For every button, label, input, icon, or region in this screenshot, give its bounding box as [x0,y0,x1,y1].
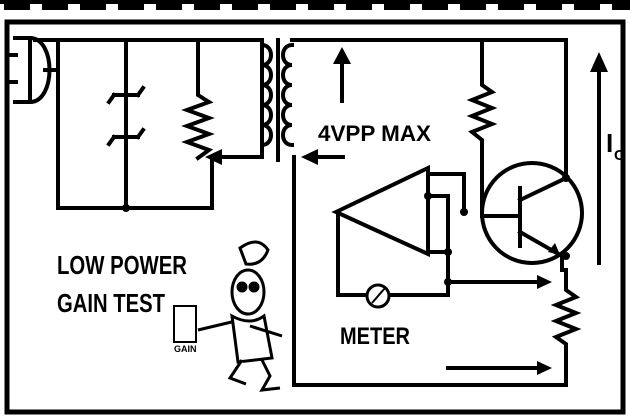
voltage-label: 4VPP MAX [318,121,431,146]
top-dash [574,4,600,10]
node-dot [444,278,452,286]
node-dot [562,174,570,182]
node-dot [562,252,570,260]
pot-right-arrow-bottom [537,361,552,375]
top-dash [460,4,486,10]
meter-icon [365,283,391,309]
gain-control-box [173,305,241,343]
base-arrow-head [548,243,560,255]
left-bottom-wire [56,156,214,210]
left-pot-wiper-wire [216,38,264,159]
transformer-primary-coil [259,42,273,148]
plug-to-bus-wire [43,38,60,210]
transistor-collector [517,175,569,203]
top-dash [308,4,334,10]
transformer-secondary-coil [281,42,295,148]
current-arrow-head [590,52,608,72]
top-dash [346,4,372,10]
current-subscript: C [614,147,625,164]
voltage-arrow-head [333,47,351,64]
pot-right-arrow-top [537,275,552,289]
right-bottom-wire [292,155,568,387]
amp-output-wire-top [426,172,466,214]
top-dash [156,4,182,10]
zener-diode-bottom [106,127,146,147]
zener-diode-top [106,85,146,105]
top-dash [118,4,144,10]
gain-label: GAIN [174,344,197,354]
node-dot [424,192,432,200]
left-potentiometer [181,38,215,161]
node-dot [444,248,452,256]
emitter-potentiometer [550,268,582,354]
cartoon-engineer-character [227,240,283,392]
amplifier-triangle [331,164,430,258]
current-label: I [606,128,613,158]
meter-label: METER [340,323,410,350]
pot-wiper-arrow [205,149,222,165]
plug-prongs [8,53,18,84]
top-dash [270,4,296,10]
amp-output-wire-mid [336,194,450,297]
top-dash [232,4,258,10]
top-dash [42,4,68,10]
diagram-frame [4,19,626,415]
title-line-2: GAIN TEST [57,288,165,318]
top-dash [536,4,562,10]
collector-resistor [466,38,498,162]
top-dash [4,4,30,10]
input-arrow-head [301,149,318,165]
top-dash [194,4,220,10]
top-dashed-strip [0,0,630,10]
node-dot [122,204,130,212]
top-dash [612,4,630,10]
title-line-1: LOW POWER [57,250,187,280]
right-top-wire [290,38,568,180]
node-dot [460,208,468,216]
top-dash [384,4,410,10]
top-dash [498,4,524,10]
top-dash [422,4,448,10]
top-dash [80,4,106,10]
transistor-base-wire [480,156,522,218]
